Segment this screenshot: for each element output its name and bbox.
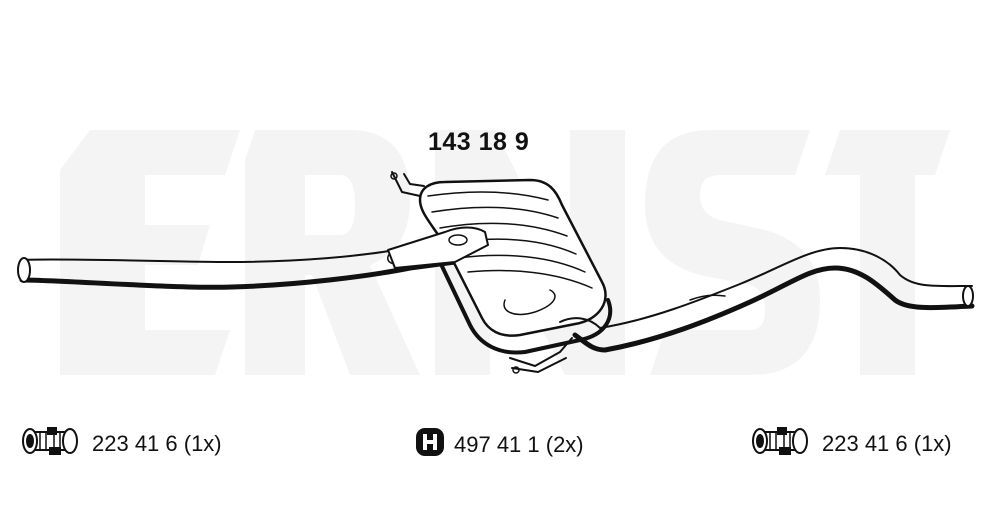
accessory-label: 223 41 6 (1x) <box>92 430 222 456</box>
hanger-bracket-top <box>390 171 425 197</box>
accessory-item: 223 41 6 (1x) <box>750 426 952 461</box>
accessory-item: 497 41 1 (2x) <box>414 426 584 463</box>
part-number: 143 18 9 <box>428 128 530 156</box>
pipe-clamp-icon <box>750 426 814 461</box>
hanger-bracket-bottom <box>509 337 573 374</box>
accessory-label: 497 41 1 (2x) <box>454 431 584 457</box>
pipe-clamp-icon <box>20 426 84 461</box>
accessory-item: 223 41 6 (1x) <box>20 426 222 461</box>
rubber-mount-icon <box>414 426 446 463</box>
tail-pipe <box>559 247 975 353</box>
accessory-label: 223 41 6 (1x) <box>822 430 952 456</box>
inlet-pipe <box>17 231 471 290</box>
muffler-silencer <box>387 178 613 355</box>
